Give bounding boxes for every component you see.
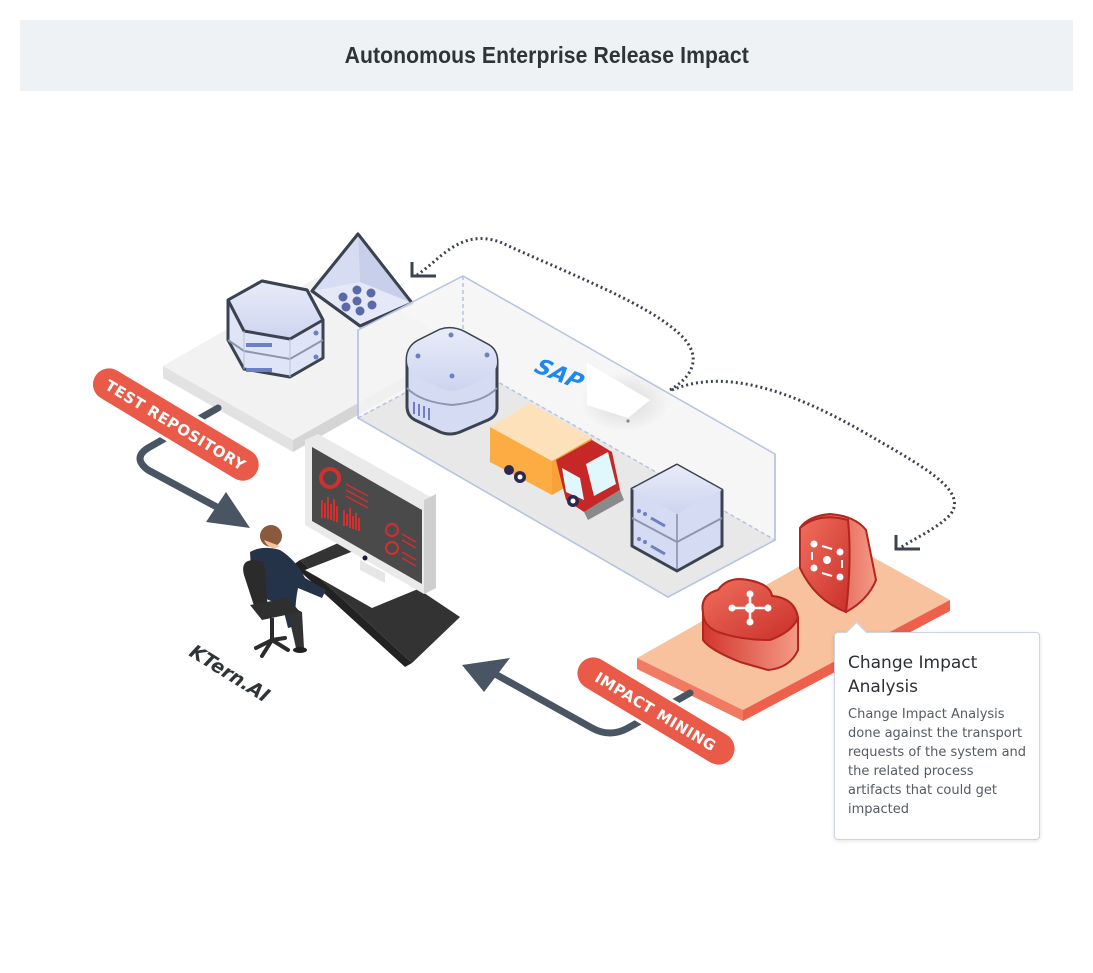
change-impact-tooltip: Change Impact Analysis Change Impact Ana… bbox=[834, 632, 1040, 840]
server-cube-icon bbox=[405, 326, 499, 436]
power-led bbox=[362, 555, 368, 561]
dotted-connector-to-impact bbox=[671, 379, 956, 551]
brand-label: KTern.AI bbox=[185, 641, 273, 707]
bar-chart-widget bbox=[321, 497, 360, 531]
arrowhead-icon bbox=[206, 492, 250, 528]
person-at-desk-icon bbox=[250, 525, 326, 653]
shield-network-icon bbox=[799, 512, 878, 614]
donut-chart-widget bbox=[319, 467, 341, 489]
tooltip-title: Change Impact Analysis bbox=[848, 653, 978, 697]
office-chair-icon bbox=[243, 560, 300, 658]
delivery-truck-icon bbox=[490, 403, 624, 520]
tooltip-body: Change Impact Analysis done against the … bbox=[848, 707, 1027, 817]
arrowhead-icon bbox=[462, 658, 510, 692]
drive-slot bbox=[246, 343, 272, 347]
test-repository-arrow bbox=[136, 404, 250, 528]
impact-mining-arrow bbox=[462, 658, 694, 737]
cloud-network-icon bbox=[701, 578, 800, 672]
drive-slot bbox=[246, 368, 272, 372]
arrowhead-icon bbox=[894, 535, 920, 551]
hexagon-database-icon bbox=[226, 279, 325, 379]
arrowhead-icon bbox=[410, 262, 436, 278]
dotted-connector-to-repository bbox=[410, 237, 695, 392]
server-stack-icon bbox=[630, 463, 724, 573]
pyramid-cluster-icon bbox=[310, 232, 414, 328]
page-title: Autonomous Enterprise Release Impact bbox=[344, 42, 749, 68]
header-banner: Autonomous Enterprise Release Impact bbox=[20, 20, 1073, 91]
monitor-dashboard-icon bbox=[305, 434, 436, 594]
